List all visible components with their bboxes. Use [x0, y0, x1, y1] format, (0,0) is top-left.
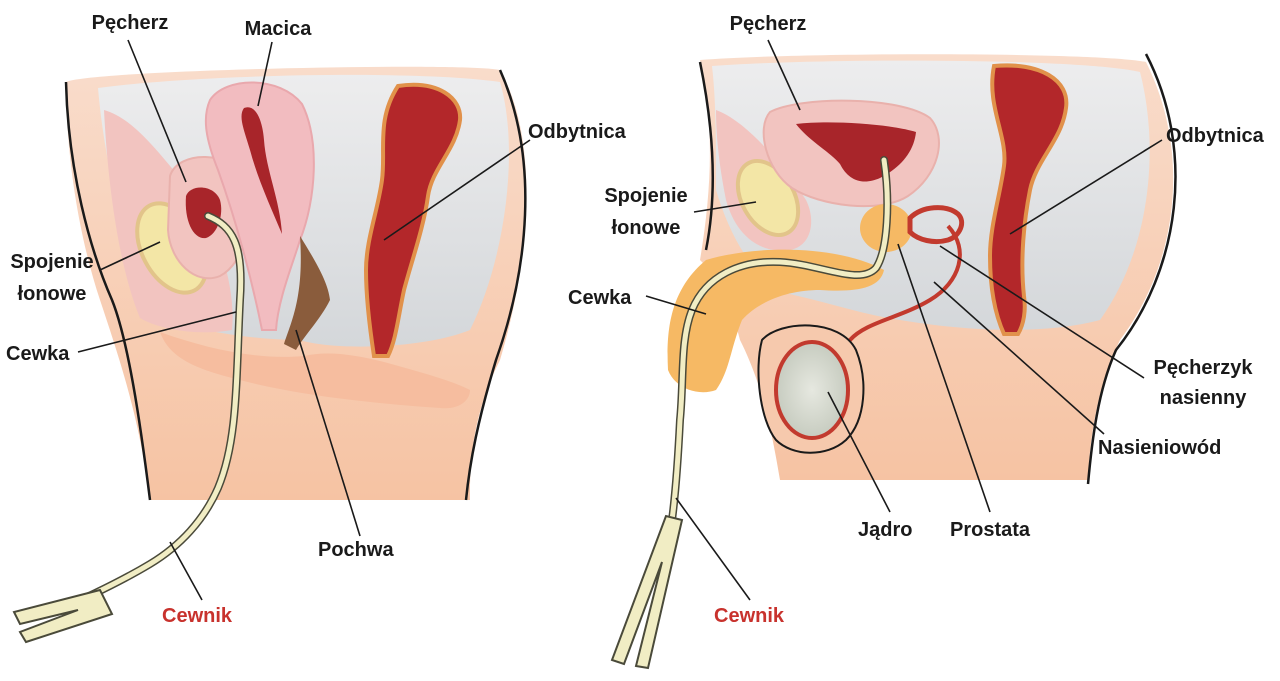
male-seminal-vesicle-shape	[907, 205, 965, 245]
female-perineum	[160, 332, 470, 409]
leader-male-rectum	[1009, 139, 1163, 235]
label-male-seminal-2: nasienny	[1159, 387, 1247, 409]
label-male-rectum: Odbytnica	[1166, 125, 1264, 147]
male-penis	[667, 249, 884, 393]
female-bladder-lumen	[185, 187, 222, 239]
label-male-catheter: Cewnik	[714, 605, 785, 627]
label-female-pubic-2: łonowe	[17, 283, 87, 305]
leader-male-pubic	[693, 201, 757, 213]
female-figure	[12, 66, 527, 644]
leader-female-bladder	[127, 39, 187, 183]
label-male-testis: Jądro	[858, 519, 913, 541]
label-male-bladder: Pęcherz	[729, 13, 807, 35]
label-male-urethra: Cewka	[568, 287, 632, 309]
leader-male-testis	[827, 391, 891, 513]
female-catheter-connector	[12, 588, 114, 644]
label-female-catheter: Cewnik	[162, 605, 233, 627]
label-male-prostate: Prostata	[950, 519, 1031, 541]
leader-male-prostate	[897, 243, 991, 513]
label-female-bladder: Pęcherz	[91, 12, 169, 34]
leader-male-vas	[933, 281, 1105, 435]
label-female-uterus: Macica	[244, 18, 312, 40]
label-male-vas-deferens: Nasieniowód	[1098, 437, 1222, 459]
leader-male-catheter	[675, 497, 751, 601]
label-female-urethra: Cewka	[6, 343, 70, 365]
female-outline-right	[464, 69, 527, 501]
label-female-vagina: Pochwa	[318, 539, 394, 561]
male-catheter-connector	[610, 514, 684, 670]
female-uterus-shape	[204, 81, 315, 331]
female-outline-left	[64, 81, 152, 501]
female-vagina	[284, 236, 330, 350]
female-uterus-cavity	[241, 107, 282, 234]
leader-female-urethra	[77, 311, 237, 353]
label-male-pubic-2: łonowe	[611, 217, 681, 239]
leader-male-urethra	[645, 295, 707, 315]
leader-male-bladder	[767, 39, 801, 111]
leader-female-rectum	[383, 139, 531, 241]
label-male-pubic-1: Spojenie	[604, 185, 688, 207]
label-female-pubic-1: Spojenie	[10, 251, 94, 273]
leader-lines	[77, 39, 1163, 601]
leader-female-pubic	[99, 241, 161, 271]
female-catheter-fill	[51, 213, 244, 615]
male-figure	[610, 53, 1177, 670]
male-catheter-fill	[669, 157, 890, 523]
leader-female-uterus	[257, 41, 273, 107]
leader-female-vagina	[295, 329, 361, 537]
leader-female-catheter	[169, 541, 203, 601]
male-outline-right	[1086, 53, 1177, 485]
male-testis-shape	[774, 340, 850, 440]
label-male-seminal-1: Pęcherzyk	[1153, 357, 1253, 379]
label-female-rectum: Odbytnica	[528, 121, 626, 143]
leader-male-seminal	[939, 245, 1145, 379]
male-outline-left	[698, 61, 715, 251]
male-rectum	[987, 63, 1069, 336]
